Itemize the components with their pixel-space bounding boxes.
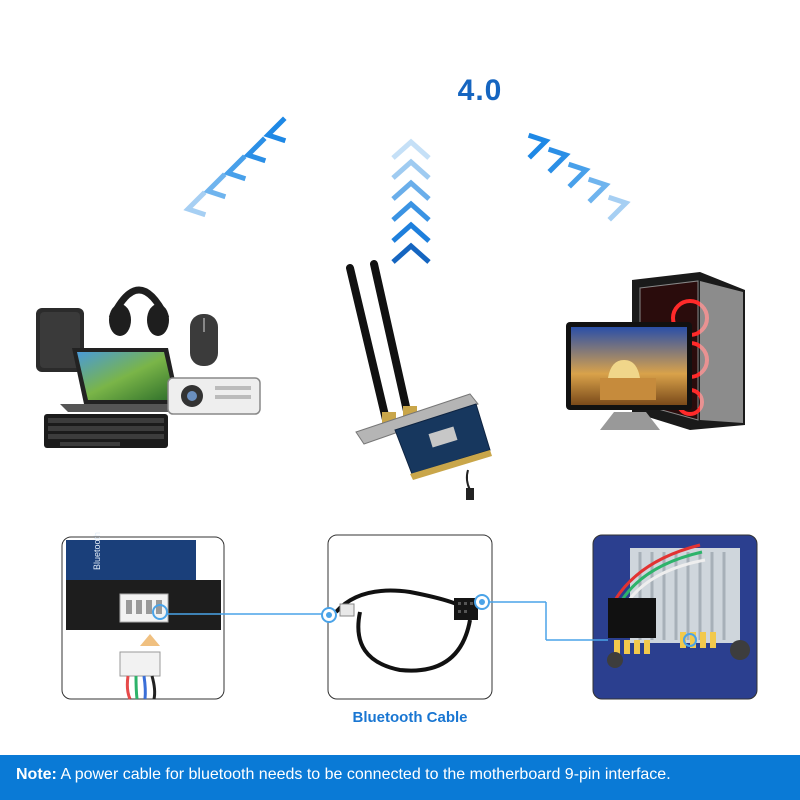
up-signal-arrows-icon: [391, 138, 431, 264]
projector-icon: [167, 377, 261, 415]
headphones-icon: [108, 286, 170, 336]
pcie-bluetooth-card: [346, 260, 492, 500]
note-bar: Note: A power cable for bluetooth needs …: [0, 755, 800, 800]
devices-group: [36, 286, 261, 448]
note-text: Note: A power cable for bluetooth needs …: [16, 766, 671, 784]
connection-lines: [167, 601, 608, 641]
right-signal-arrows-icon: [527, 132, 631, 222]
bluetooth-version-label: 4.0: [457, 74, 503, 107]
keyboard-icon: [44, 414, 168, 448]
illustration: Bluetooth: [36, 116, 758, 700]
svg-text:Bluetooth: Bluetooth: [92, 532, 102, 570]
bluetooth-cable-label: Bluetooth Cable: [352, 709, 468, 726]
motherboard-panel: [592, 534, 758, 700]
laptop-icon: [60, 348, 200, 412]
monitor-icon: [566, 322, 692, 430]
card-connector-panel: Bluetooth: [61, 532, 225, 700]
mouse-icon: [190, 314, 218, 366]
bluetooth-cable-panel: [321, 534, 493, 700]
antenna-icon: [346, 260, 417, 432]
note-message: A power cable for bluetooth needs to be …: [56, 766, 671, 783]
left-signal-arrows-icon: [183, 116, 287, 218]
note-label: Note:: [16, 766, 57, 783]
